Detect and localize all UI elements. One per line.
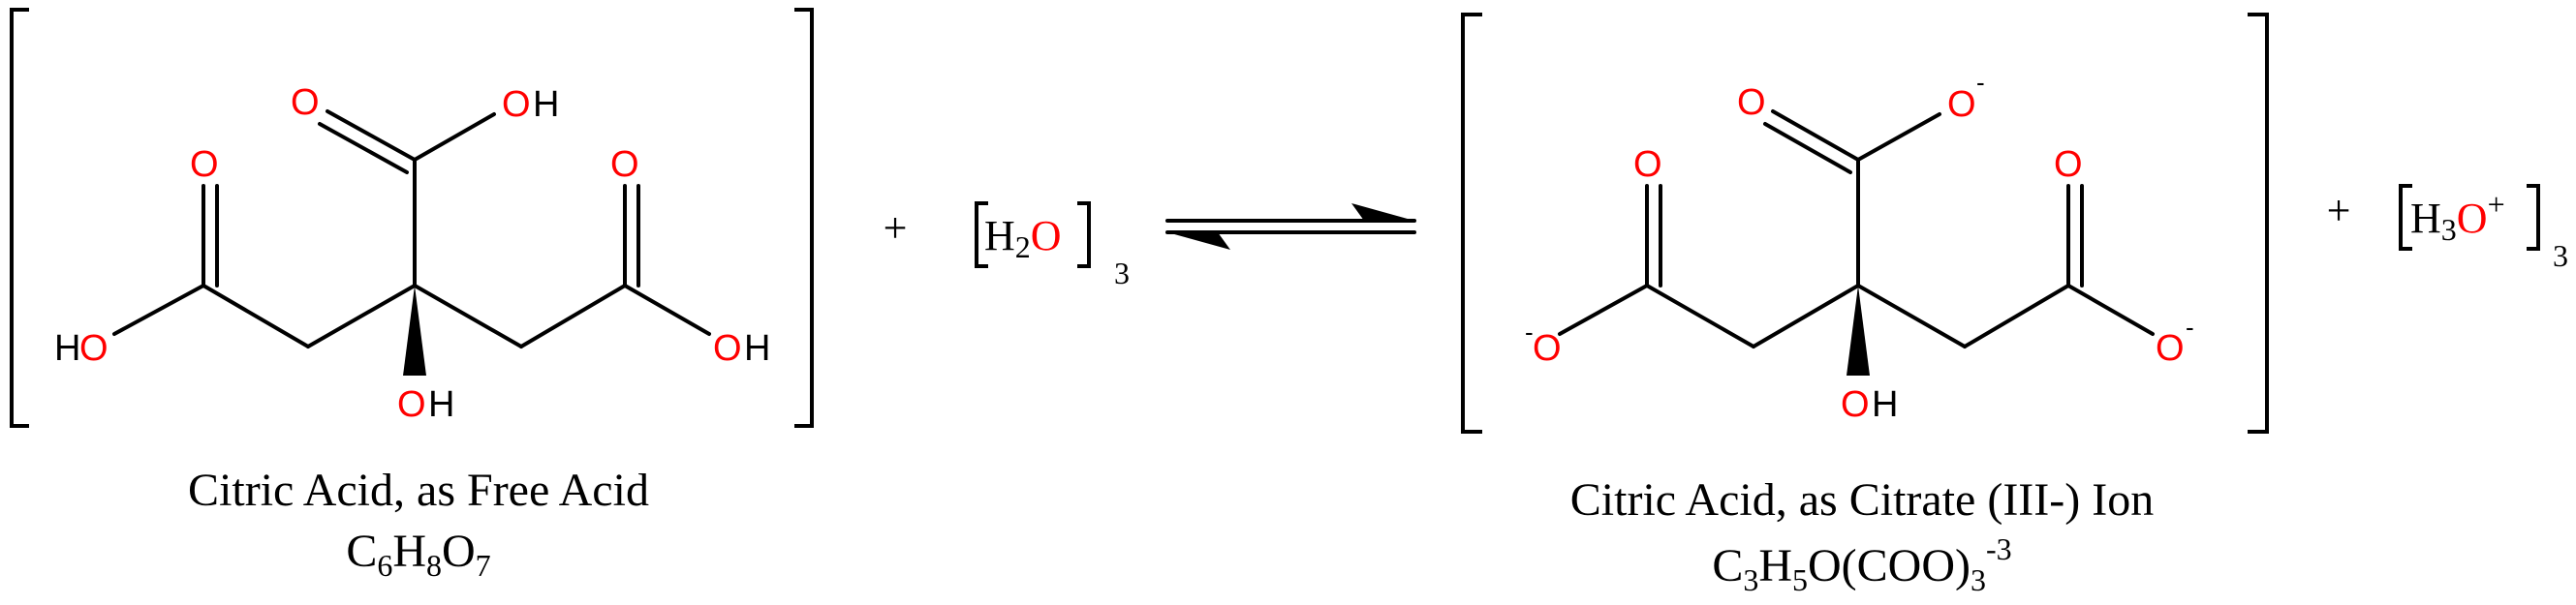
citrate-name: Citric Acid, as Citrate (III-) Ion bbox=[1570, 474, 2154, 526]
left-bracket-open bbox=[10, 8, 29, 428]
hydrogen-atom: H bbox=[428, 384, 454, 425]
oxygen-atom: O bbox=[190, 144, 219, 185]
hydronium-ion: H3O+ 3 bbox=[2399, 184, 2568, 273]
oxygen-atom: O bbox=[502, 84, 531, 125]
wedge-bond bbox=[403, 286, 426, 376]
hydrogen-atom: H bbox=[54, 328, 80, 369]
negative-charge: - bbox=[2186, 313, 2194, 342]
hydronium-bracket-close bbox=[2527, 184, 2540, 251]
negative-charge: - bbox=[1976, 68, 1985, 97]
water-molecule: H2O 3 bbox=[975, 201, 1130, 290]
plus-sign: + bbox=[884, 204, 908, 252]
negative-charge: - bbox=[1525, 318, 1534, 347]
hydronium-bracket-open bbox=[2399, 184, 2412, 251]
citric-acid-name: Citric Acid, as Free Acid bbox=[188, 465, 649, 516]
water-bracket-open bbox=[975, 201, 988, 268]
oxygen-atom: O bbox=[397, 384, 426, 425]
oxygen-atom: O bbox=[713, 328, 742, 369]
right-bracket-close bbox=[2248, 13, 2269, 434]
equilibrium-arrow bbox=[1165, 203, 1416, 250]
plus-sign: + bbox=[2327, 187, 2351, 234]
oxygen-atom: O bbox=[2054, 144, 2083, 185]
citrate-ion-molecule: O O - O - O O O - O H bbox=[1461, 13, 2269, 434]
oxygen-atom: O bbox=[1633, 144, 1662, 185]
svg-text:H3O+: H3O+ bbox=[2410, 187, 2505, 247]
water-bracket-close bbox=[1077, 201, 1091, 268]
citric-acid-molecule: O O H O H O O O H O H bbox=[10, 8, 814, 428]
oxygen-atom: O bbox=[2156, 328, 2185, 369]
oxygen-atom: O bbox=[1533, 328, 1562, 369]
hydronium-multiplier: 3 bbox=[2553, 238, 2568, 273]
right-bracket-open bbox=[1461, 13, 1482, 434]
oxygen-atom: O bbox=[291, 82, 320, 123]
left-bracket-close bbox=[794, 8, 814, 428]
citric-acid-formula: C6H8O7 bbox=[346, 526, 490, 583]
hydrogen-atom: H bbox=[1872, 384, 1898, 425]
oxygen-atom: O bbox=[79, 328, 109, 369]
oxygen-atom: O bbox=[1737, 82, 1766, 123]
oxygen-atom: O bbox=[1947, 84, 1976, 125]
hydrogen-atom: H bbox=[744, 328, 770, 369]
hydrogen-atom: H bbox=[533, 84, 559, 125]
wedge-bond bbox=[1847, 286, 1870, 376]
oxygen-atom: O bbox=[1841, 384, 1870, 425]
oxygen-atom: O bbox=[610, 144, 639, 185]
citrate-formula: C3H5O(COO)3-3 bbox=[1712, 531, 2011, 597]
water-multiplier: 3 bbox=[1114, 256, 1130, 290]
svg-text:H2O: H2O bbox=[984, 212, 1062, 264]
